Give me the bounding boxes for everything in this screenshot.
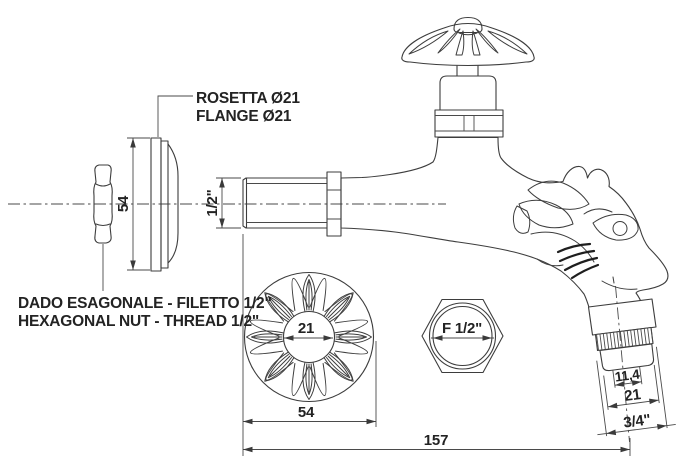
rosette-petals	[246, 274, 372, 400]
gill-line	[563, 256, 599, 272]
label-rosetta-it: ROSETTA Ø21	[196, 90, 300, 107]
dim-outlet-width-text: 21	[623, 386, 641, 405]
body-decoration	[512, 180, 639, 290]
rosette-front-view: 21	[243, 271, 375, 403]
hexagon	[421, 298, 504, 374]
dim-outlet-thread: 3/4"	[596, 346, 676, 437]
gill-line	[570, 263, 600, 280]
flange-side-view	[150, 95, 193, 272]
handle-spoke	[455, 30, 465, 56]
dim-overall-length-text: 157	[424, 432, 448, 449]
outlet-end-cap	[599, 343, 655, 372]
dim-rosette-bore-text: 21	[298, 320, 314, 337]
dim-flange-diameter: 54	[115, 137, 150, 271]
dim-flange-diameter-text: 54	[115, 195, 132, 212]
dim-rosette-diameter-text: 54	[298, 404, 315, 421]
label-nut-en: HEXAGONAL NUT - THREAD 1/2"	[18, 313, 259, 330]
outlet-detail	[587, 298, 657, 372]
handle-stem	[456, 65, 479, 77]
hex-nut-side-view	[93, 164, 113, 291]
packing-nut	[434, 109, 504, 138]
outlet-centerline	[615, 285, 630, 443]
rosette-outer-circle	[243, 271, 375, 403]
dim-inlet-thread-text: 1/2"	[204, 189, 221, 216]
eye-outline	[592, 213, 639, 241]
knurl-hatch	[596, 327, 654, 351]
dim-rosette-diameter: 54	[242, 234, 377, 456]
handle-spoke	[475, 28, 499, 54]
dim-outlet-width: 21	[603, 364, 660, 410]
handle-wheel	[401, 16, 535, 67]
handle-spoke	[437, 28, 461, 54]
eye-pupil	[612, 221, 628, 236]
handle-spoke	[487, 30, 528, 55]
outlet-hex-collar	[587, 298, 657, 336]
label-nut-it: DADO ESAGONALE - FILETTO 1/2"	[18, 295, 272, 312]
dim-outlet-bore: 11,4	[612, 366, 643, 388]
faucet-body	[340, 136, 669, 315]
flange-leader-line	[157, 95, 193, 137]
dim-outlet-bore-text: 11,4	[614, 366, 641, 384]
dim-nut-thread-front-text: F 1/2"	[442, 320, 482, 337]
dim-outlet-thread-text: 3/4"	[622, 411, 651, 431]
label-rosetta-en: FLANGE Ø21	[196, 108, 292, 125]
hex-nut-front-view: F 1/2"	[421, 298, 504, 374]
dim-inlet-thread: 1/2"	[204, 177, 241, 229]
brow-line	[583, 208, 613, 215]
handle-spoke	[471, 30, 481, 56]
rosette-bore-circle	[282, 310, 336, 364]
handle-spoke	[408, 30, 449, 55]
gill-line	[556, 242, 592, 254]
gill-line	[558, 249, 596, 263]
bonnet	[439, 75, 497, 111]
bonnet-assembly	[434, 65, 504, 138]
chin-line	[601, 280, 638, 290]
dim-overall-length: 157	[243, 432, 631, 456]
